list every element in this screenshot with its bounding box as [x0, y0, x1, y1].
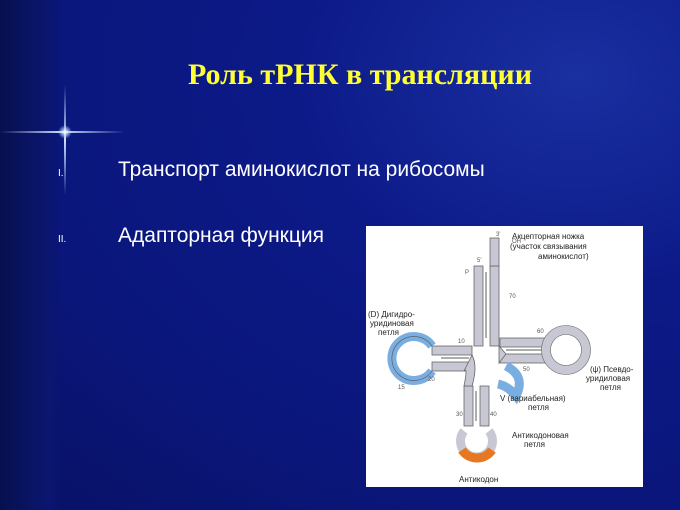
- left-band: [0, 0, 62, 510]
- anticodon-loop-label-2: петля: [524, 440, 545, 449]
- acceptor-label-2: (участок связывания: [510, 242, 587, 251]
- list-text-1: Транспорт аминокислот на рибосомы: [118, 158, 485, 181]
- end-5-label: 5': [477, 258, 481, 264]
- slide-title: Роль тРНК в трансляции: [187, 58, 533, 91]
- v-loop-label-2: петля: [528, 403, 549, 412]
- acceptor-label-3: аминокислот): [538, 252, 589, 261]
- v-loop-label-1: V (вариабельная): [500, 394, 566, 403]
- sparkle-vertical: [64, 85, 66, 195]
- d-loop-label-2: уридиновая: [370, 319, 414, 328]
- num-70: 70: [509, 294, 516, 300]
- anticodon-loop-label-1: Антикодоновая: [512, 431, 569, 440]
- num-30: 30: [456, 412, 463, 418]
- end-3-label: 3': [496, 232, 500, 238]
- t-loop-label-1: (ψ) Псевдо-: [590, 365, 634, 374]
- sparkle-center: [58, 125, 72, 139]
- oh-label: OH: [512, 239, 521, 245]
- list-text-2: Адапторная функция: [118, 224, 324, 247]
- trna-svg: Акцепторная ножка (участок связывания ам…: [368, 232, 634, 484]
- list-marker-2: II.: [58, 234, 67, 245]
- trna-diagram: Акцепторная ножка (участок связывания ам…: [366, 226, 643, 487]
- num-60: 60: [537, 329, 544, 335]
- t-loop-label-3: петля: [600, 383, 621, 392]
- acceptor-label-1: Акцепторная ножка: [512, 232, 585, 241]
- num-15: 15: [398, 385, 405, 391]
- d-loop-label-1: (D) Дигидро-: [368, 310, 415, 319]
- num-50: 50: [523, 367, 530, 373]
- d-loop-label-3: петля: [378, 328, 399, 337]
- t-loop-label-2: уридиловая: [586, 374, 630, 383]
- num-10: 10: [458, 339, 465, 345]
- anticodon-label: Антикодон: [459, 475, 498, 484]
- num-20: 20: [428, 377, 435, 383]
- num-40: 40: [490, 412, 497, 418]
- list-marker-1: I.: [58, 168, 64, 179]
- p-label: P: [465, 270, 469, 276]
